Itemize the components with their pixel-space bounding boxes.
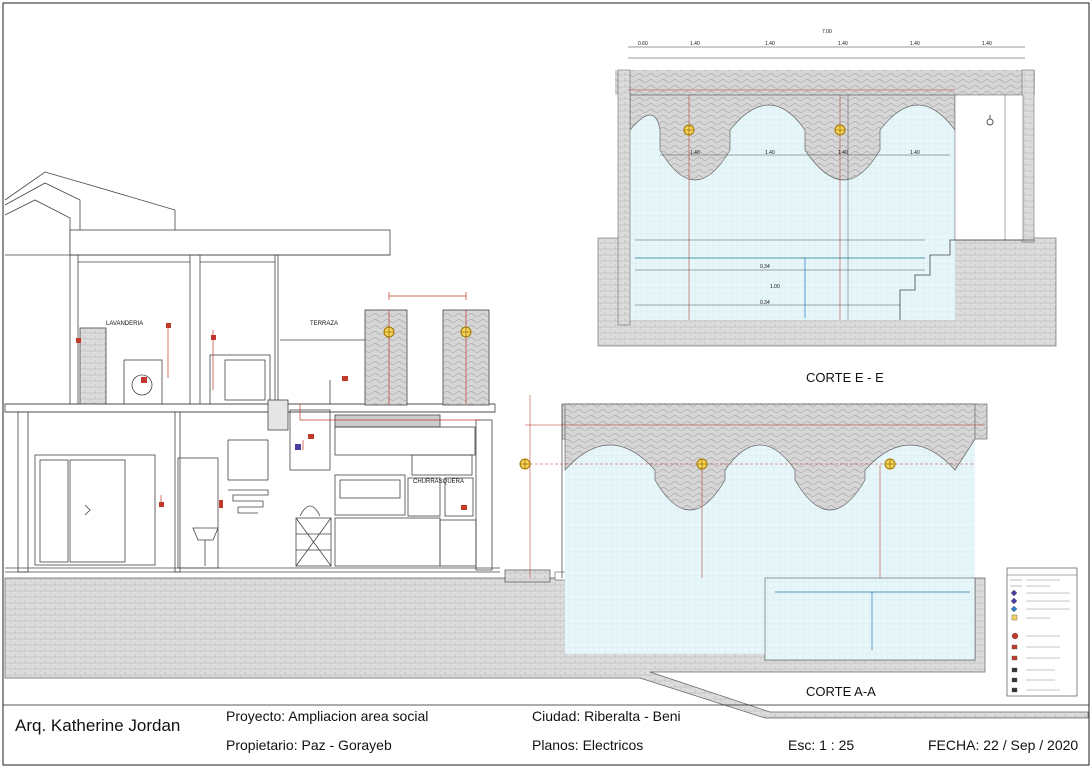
owner-value: Paz - Gorayeb [301,737,392,753]
svg-text:1.40: 1.40 [690,41,700,47]
svg-text:7.00: 7.00 [822,29,832,35]
svg-text:1.40: 1.40 [910,150,920,156]
plans-value: Electricos [582,737,644,753]
corte-ee-title: CORTE E - E [806,370,884,385]
city-field: Ciudad: Riberalta - Beni [532,708,681,724]
building-circuits [160,292,480,508]
svg-text:1.40: 1.40 [765,41,775,47]
scale-label: Esc: 1 : 25 [788,737,855,753]
owner-label: Propietario: [226,737,298,753]
architect-name: Arq. Katherine Jordan [15,716,181,735]
light-fixture-icon [683,124,846,136]
owner-field: Propietario: Paz - Gorayeb [226,737,392,753]
svg-text:0.34: 0.34 [760,264,770,270]
pool-section-ee [597,46,1057,347]
svg-text:0.60: 0.60 [638,41,648,47]
churrasquera-label: CHURRASQUERA [413,479,464,485]
light-fixture-icon [519,458,896,470]
svg-text:1.40: 1.40 [838,41,848,47]
svg-text:1.40: 1.40 [838,150,848,156]
lavanderia-label: LAVANDERIA [106,321,143,327]
svg-text:1.40: 1.40 [765,150,775,156]
electrical-legend [1006,567,1078,697]
svg-text:0.34: 0.34 [760,300,770,306]
city-value: Riberalta - Beni [584,708,681,724]
light-fixture-icon [383,326,472,338]
outlet-icon [76,323,467,510]
svg-text:1.40: 1.40 [982,41,992,47]
plans-label: Planos: [532,737,579,753]
date-value: 22 / Sep / 2020 [983,737,1079,753]
project-label: Proyecto: [226,708,286,724]
svg-text:1.40: 1.40 [690,150,700,156]
corte-aa-title: CORTE A-A [806,684,876,699]
terraza-label: TERRAZA [310,321,338,327]
pool-section-aa [525,395,988,661]
date-label: FECHA: [928,737,980,753]
plans-field: Planos: Electricos [532,737,643,753]
building-section [4,171,500,573]
date-field: FECHA: 22 / Sep / 2020 [928,737,1078,753]
ee-dimension-labels: 7.00 0.60 1.40 1.40 1.40 1.40 1.40 1.40 … [638,29,992,306]
project-field: Proyecto: Ampliacion area social [226,708,428,724]
svg-text:1.40: 1.40 [910,41,920,47]
switch-icon [986,115,994,126]
legend-symbol-icon [1010,579,1022,693]
svg-text:1.00: 1.00 [770,284,780,290]
project-value: Ampliacion area social [288,708,429,724]
city-label: Ciudad: [532,708,581,724]
